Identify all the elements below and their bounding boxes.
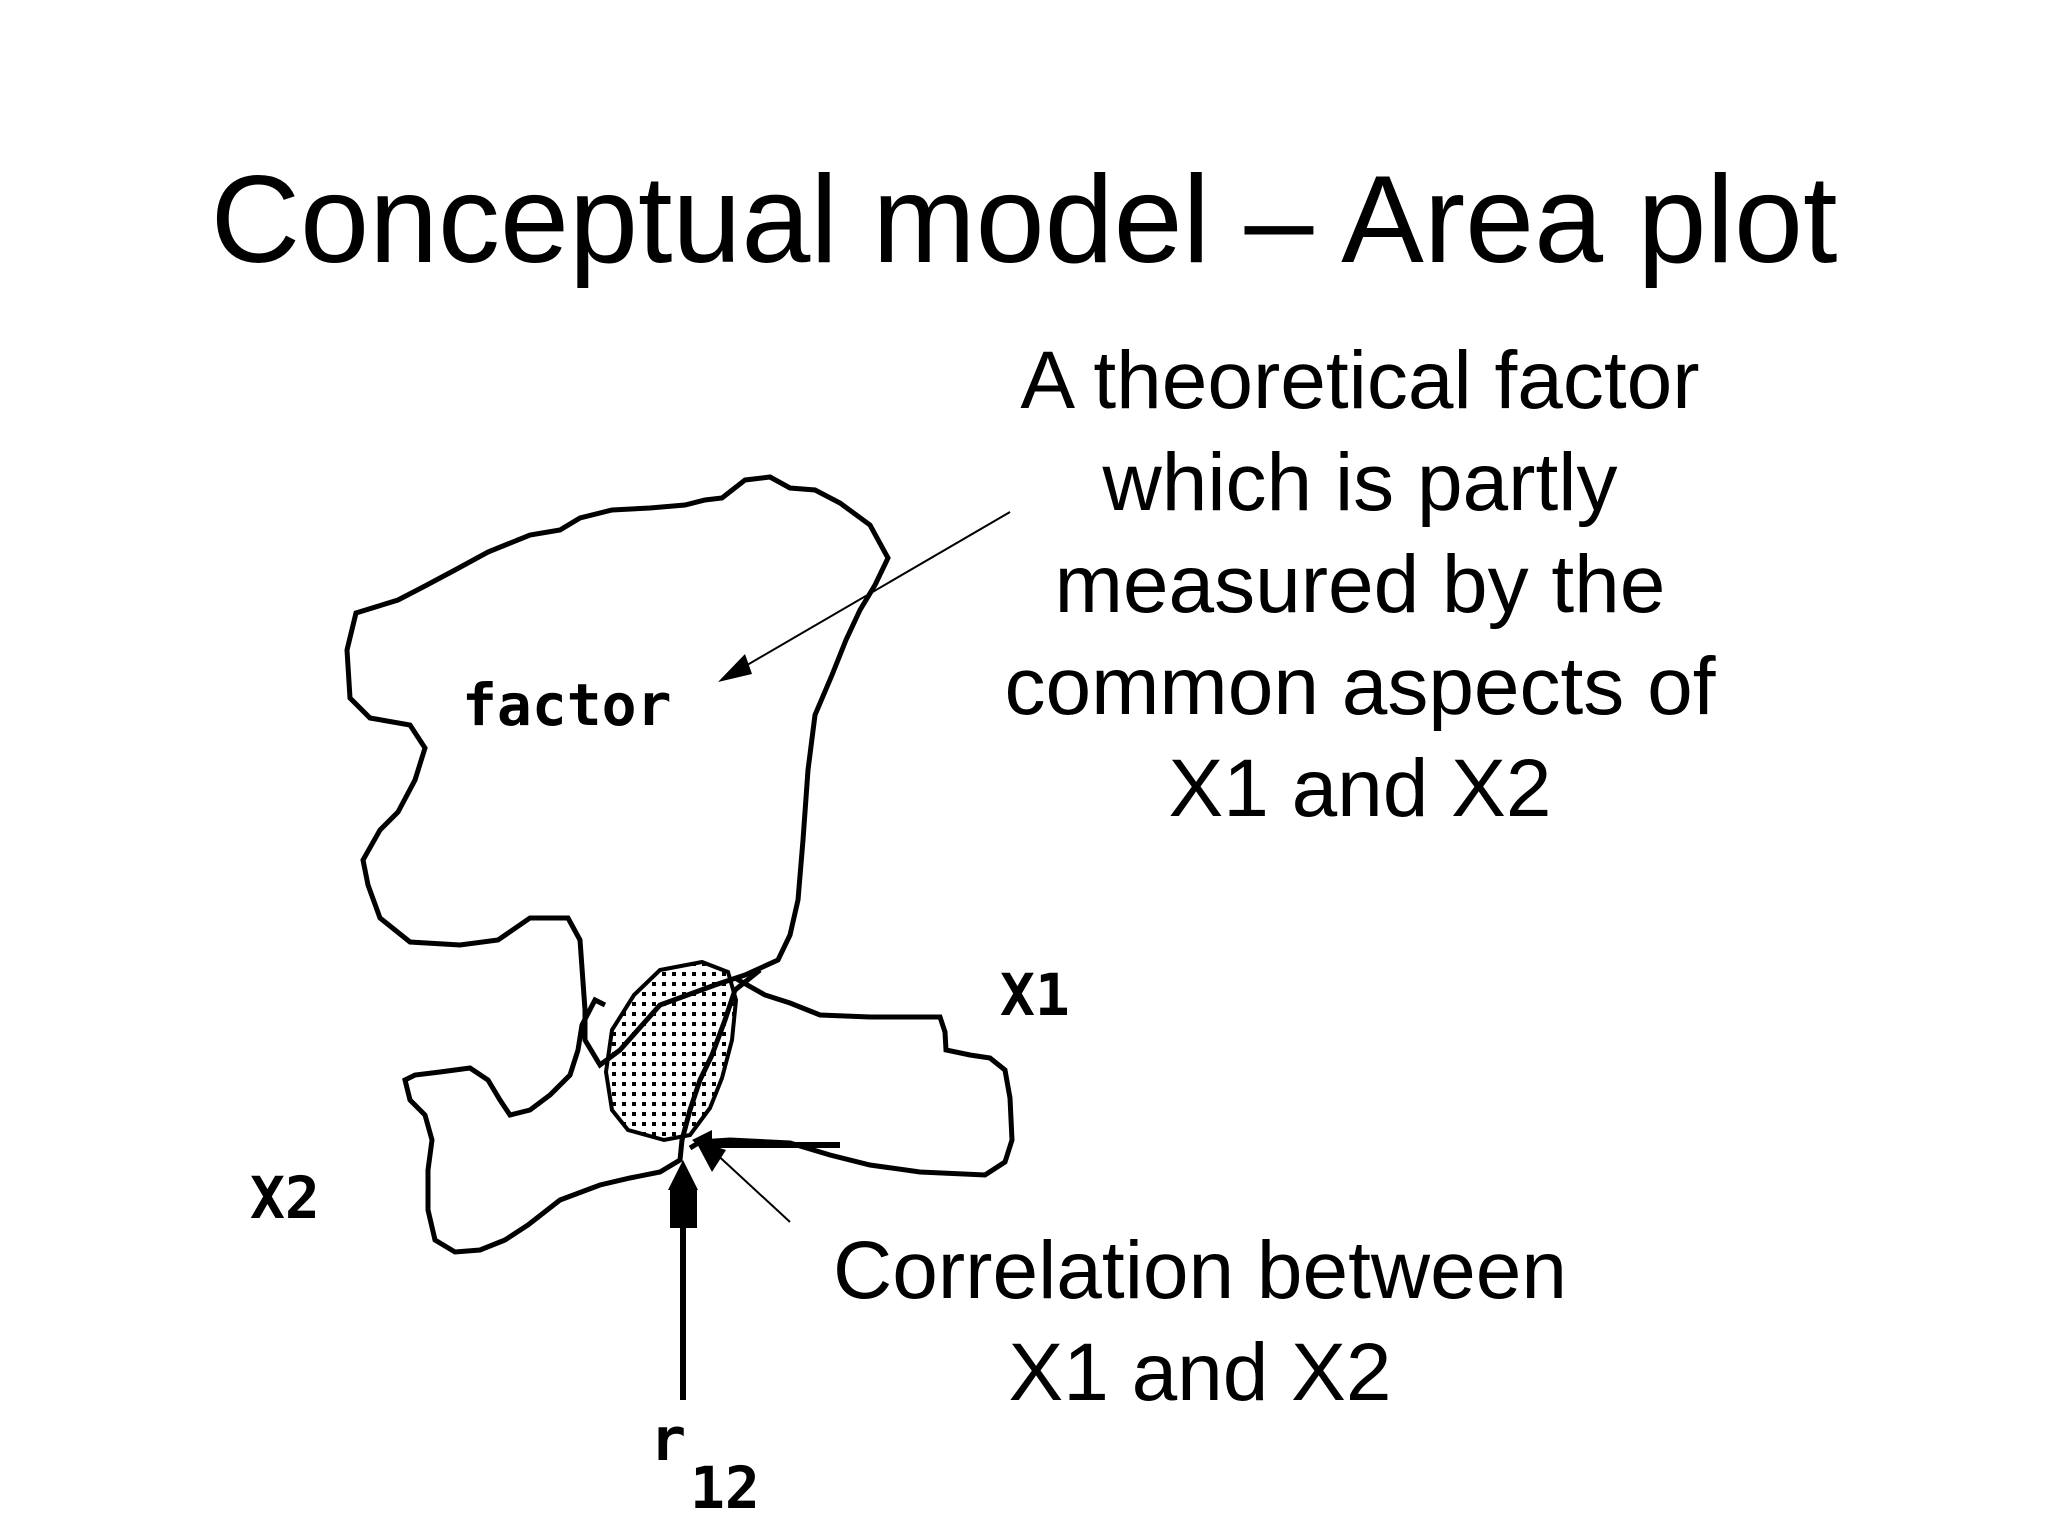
factor-callout-line: A theoretical factor	[1020, 335, 1700, 426]
r12-arrowhead	[668, 1160, 698, 1190]
factor-blob	[344, 474, 891, 1069]
overlap-region	[603, 959, 739, 1143]
factor-label: factor	[462, 671, 672, 739]
correlation-pointer-line	[711, 1149, 791, 1223]
factor-callout-line: which is partly	[1102, 437, 1618, 528]
factor-callout-line: measured by the	[1054, 539, 1666, 630]
r-label: r	[650, 1405, 686, 1475]
factor-callout-line: X1 and X2	[1168, 743, 1552, 834]
x1-blob	[688, 975, 1015, 1178]
slide-title: Conceptual model – Area plot	[210, 151, 1838, 289]
x2-blob	[402, 968, 762, 1255]
r12-arrow-block	[670, 1190, 697, 1228]
x1-overlap-arrowhead	[692, 1130, 712, 1158]
factor-callout: A theoretical factor which is partly mea…	[880, 330, 1840, 840]
correlation-callout-line: X1 and X2	[1008, 1327, 1392, 1418]
r-subscript: 12	[690, 1454, 760, 1522]
x2-label: X2	[250, 1164, 320, 1232]
factor-callout-line: common aspects of	[1004, 641, 1716, 732]
factor-pointer-arrowhead	[718, 654, 752, 682]
correlation-callout-line: Correlation between	[833, 1225, 1567, 1316]
factor-pointer-line	[741, 511, 1011, 669]
x1-label: X1	[1000, 961, 1070, 1029]
correlation-callout: Correlation between X1 and X2	[740, 1220, 1660, 1424]
